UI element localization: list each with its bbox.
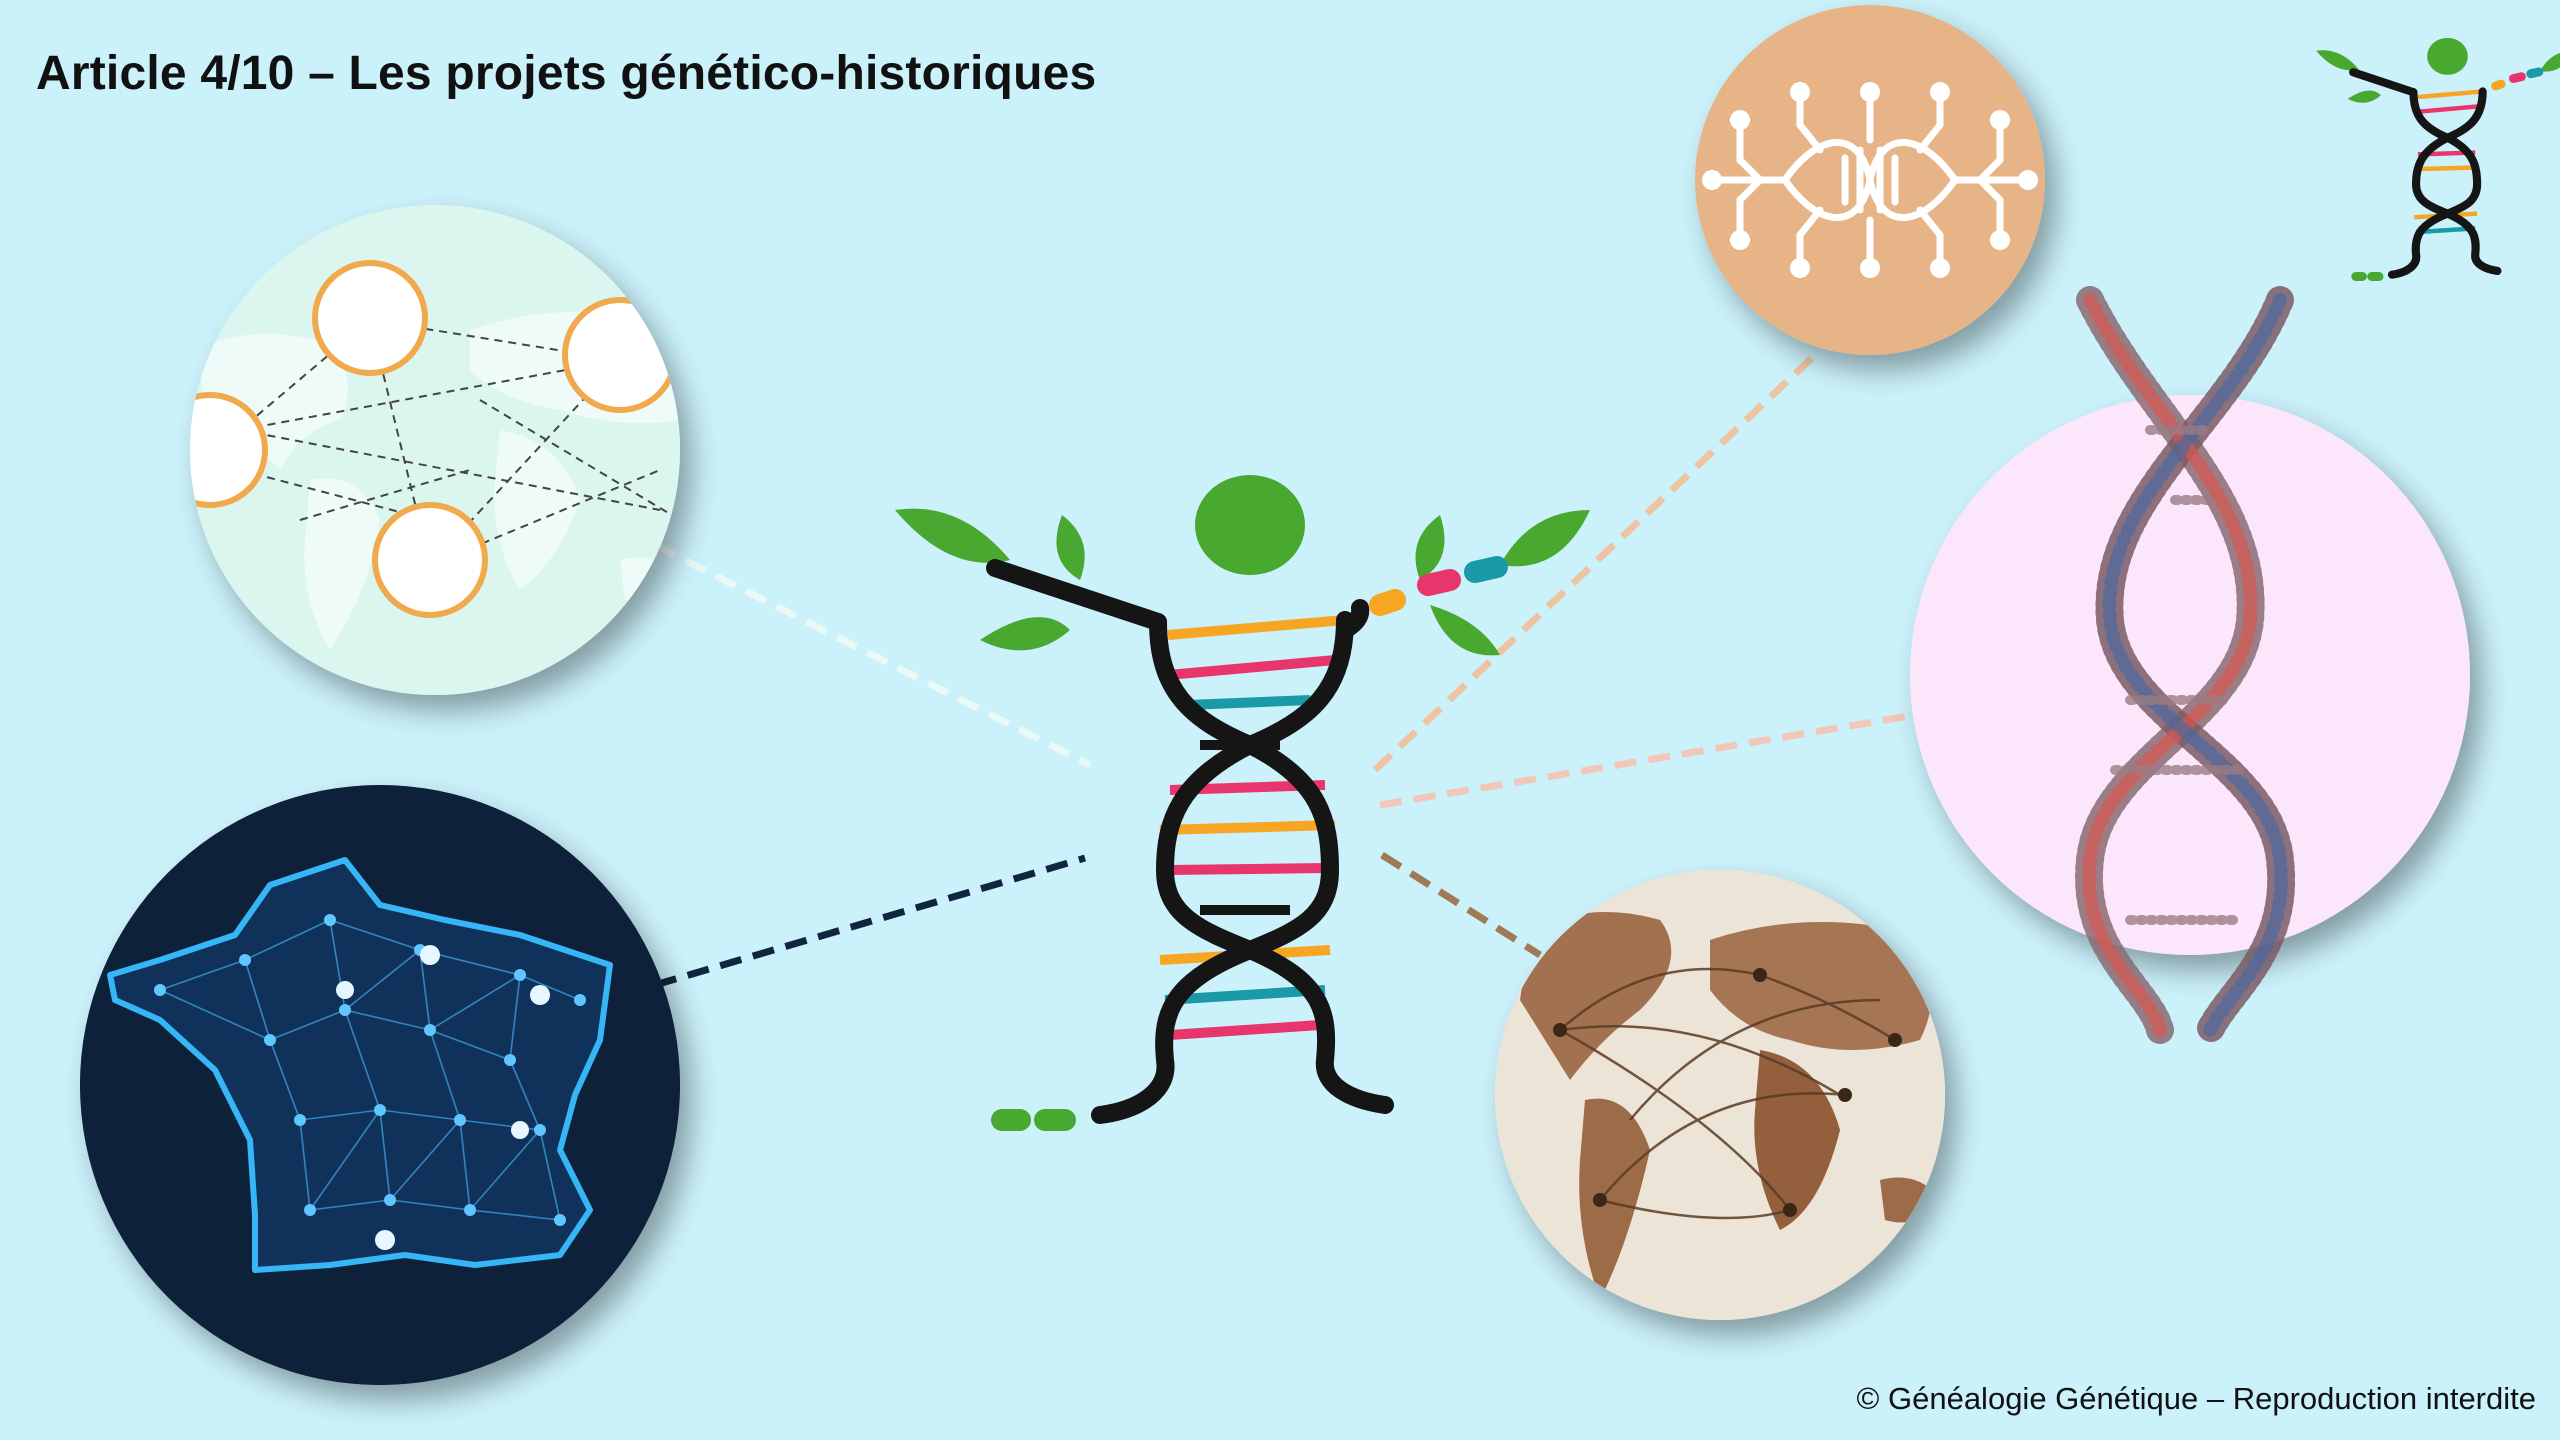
connector-circuit (1372, 352, 1818, 773)
copyright-notice: © Généalogie Génétique – Reproduction in… (1856, 1381, 2536, 1416)
dna-person-logo-icon (895, 475, 1590, 1131)
connector-people-dna (1379, 711, 1916, 809)
connector-france-map (654, 854, 1086, 989)
france-network-map-icon (80, 785, 680, 1385)
vintage-world-map-routes-icon (1495, 870, 1945, 1320)
connector-world-map (653, 541, 1092, 769)
dna-circuit-icon (1695, 5, 2045, 355)
dna-person-logo-icon (2316, 37, 2560, 281)
page-title: Article 4/10 – Les projets génético-hist… (36, 47, 1097, 100)
connector-sepia-map (1380, 852, 1542, 958)
connector-lines (653, 352, 1916, 989)
people-forming-dna-icon (1910, 286, 2470, 1044)
world-map-network-icon (190, 205, 680, 695)
